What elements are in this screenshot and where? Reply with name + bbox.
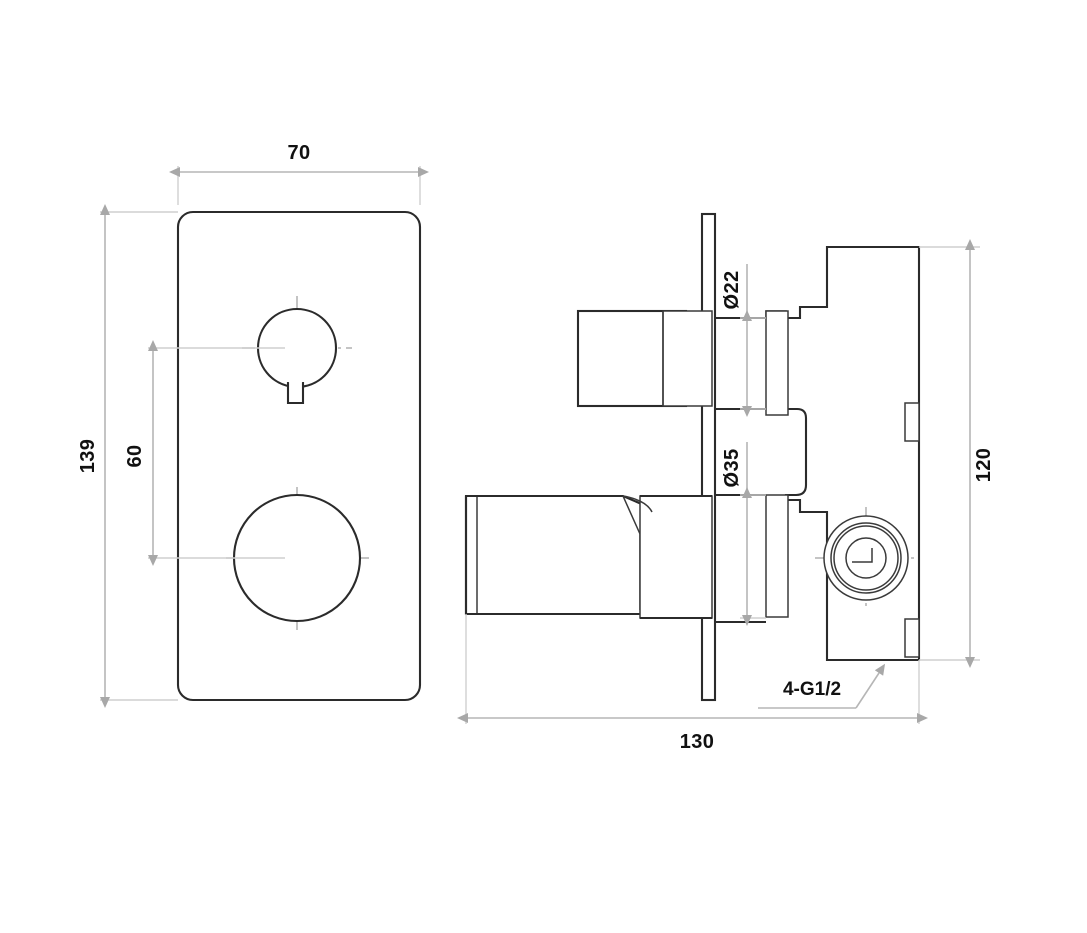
lower-spindle-boss [765,494,789,618]
diverter-knob-indicator-tab [286,382,305,405]
outlet-port-mid2-circle [833,525,899,591]
upper-spindle-boss [765,310,789,416]
dimension-spacing-60-label: 60 [124,444,146,467]
dimension-width-70-label: 70 [287,142,310,164]
upper-diverter-lever-shaft [662,310,713,407]
dimension-diameter-35-label: Ø35 [721,448,743,487]
face-plate [176,210,422,702]
outlet-port-inner-circle [845,537,887,579]
diverter-knob-tab-blend [288,382,303,383]
dimension-height-120-label: 120 [973,448,995,483]
dimension-height-139-label: 139 [77,439,99,474]
side-section-view: Ø22 Ø35 120 130 4-G1/2 [457,212,995,753]
body-mounting-tab-upper [904,402,920,442]
lower-mixer-lever-shaft [639,495,713,619]
front-view: 70 139 60 [77,142,429,708]
outlet-port-thread-mark [852,548,873,563]
outlet-port-mid-circle [830,522,902,594]
annotation-leader-arrow [855,663,886,709]
wall-flange-plate [700,212,717,702]
dimension-length-130-label: 130 [680,731,715,753]
body-mounting-tab-lower [904,618,920,658]
dimension-diameter-22-label: Ø22 [721,270,743,309]
annotation-thread-spec-label: 4-G1/2 [783,679,841,700]
lower-lever-fillet [622,495,653,513]
